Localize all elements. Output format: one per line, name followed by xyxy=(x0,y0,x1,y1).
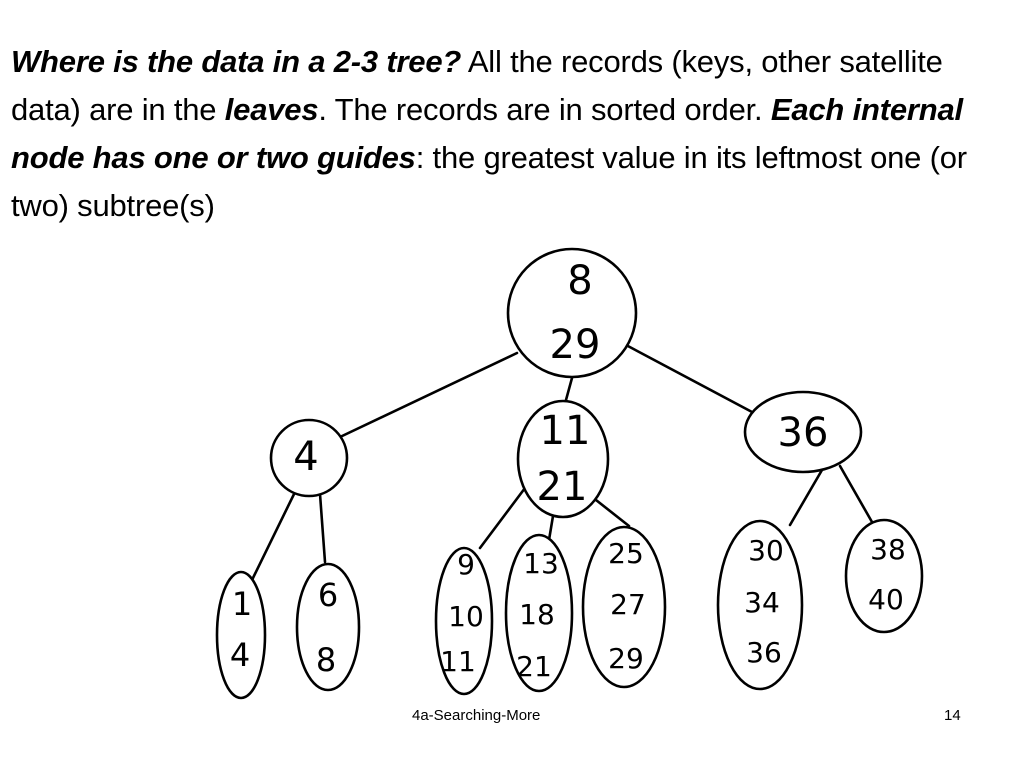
internal-node-left: 4 xyxy=(269,418,349,498)
root-key-1: 8 xyxy=(567,258,592,304)
leaf-node-6: 30 34 36 xyxy=(716,519,804,691)
leaf6-key-1: 30 xyxy=(748,534,784,567)
slide-body-text: Where is the data in a 2-3 tree? All the… xyxy=(11,38,1016,230)
leaf-node-5: 25 27 29 xyxy=(581,525,667,689)
edge-root-left xyxy=(338,351,519,439)
answer-text-3: : the greatest value in its leftmost one… xyxy=(11,140,967,223)
root-node: 8 29 xyxy=(506,247,638,379)
leaf4-key-1: 13 xyxy=(523,547,559,580)
internal-node-middle: 11 21 xyxy=(516,399,610,519)
leaf1-key-1: 1 xyxy=(232,585,252,623)
internal-middle-key-2: 21 xyxy=(537,464,588,510)
page-number: 14 xyxy=(944,707,961,724)
leaf3-key-3: 11 xyxy=(440,645,476,678)
internal-right-key-1: 36 xyxy=(778,410,829,456)
leaf5-key-3: 29 xyxy=(608,642,644,675)
leaf-node-7: 38 40 xyxy=(844,518,924,634)
leaves-text: leaves xyxy=(224,92,319,127)
leaf2-key-1: 6 xyxy=(318,576,338,614)
question-text: Where is the data in a 2-3 tree? xyxy=(11,44,462,79)
edge-right-leaf6 xyxy=(788,468,824,527)
edge-left-leaf1 xyxy=(250,488,298,582)
leaf-node-2: 6 8 xyxy=(295,562,361,692)
leaf-node-1: 1 4 xyxy=(215,570,267,700)
leaf6-key-2: 34 xyxy=(744,586,780,619)
tree-edges xyxy=(250,343,874,582)
edge-root-middle xyxy=(564,376,574,402)
leaf5-key-1: 25 xyxy=(608,537,644,570)
leaf5-key-2: 27 xyxy=(610,588,646,621)
leaf4-key-3: 21 xyxy=(516,650,552,683)
edge-middle-leaf5 xyxy=(594,498,631,528)
internal-middle-key-1: 11 xyxy=(540,408,591,454)
root-key-2: 29 xyxy=(550,322,601,368)
footer-title: 4a-Searching-More xyxy=(412,707,541,724)
edge-root-right xyxy=(624,343,754,414)
edge-left-leaf2 xyxy=(318,492,327,564)
answer-text-1: All the records (keys, other satellite d… xyxy=(11,44,943,127)
guides-emphasis-text: Each internal node has one or two guides xyxy=(11,92,963,175)
leaf1-key-2: 4 xyxy=(230,636,250,674)
leaf-node-4: 13 18 21 xyxy=(504,533,574,693)
leaf7-key-2: 40 xyxy=(868,583,904,616)
leaf3-key-1: 9 xyxy=(457,548,475,581)
internal-left-key-1: 4 xyxy=(293,434,318,480)
answer-text-2: . The records are in sorted order. xyxy=(318,92,771,127)
leaf7-key-1: 38 xyxy=(870,533,906,566)
leaf3-key-2: 10 xyxy=(448,600,484,633)
leaf6-key-3: 36 xyxy=(746,636,782,669)
internal-node-right: 36 xyxy=(743,390,863,474)
leaf2-key-2: 8 xyxy=(316,641,336,679)
edge-right-leaf7 xyxy=(838,464,874,524)
leaf4-key-2: 18 xyxy=(519,598,555,631)
edge-middle-leaf4 xyxy=(547,514,555,542)
leaf-node-3: 9 10 11 xyxy=(434,546,494,696)
edge-middle-leaf3 xyxy=(478,486,527,550)
